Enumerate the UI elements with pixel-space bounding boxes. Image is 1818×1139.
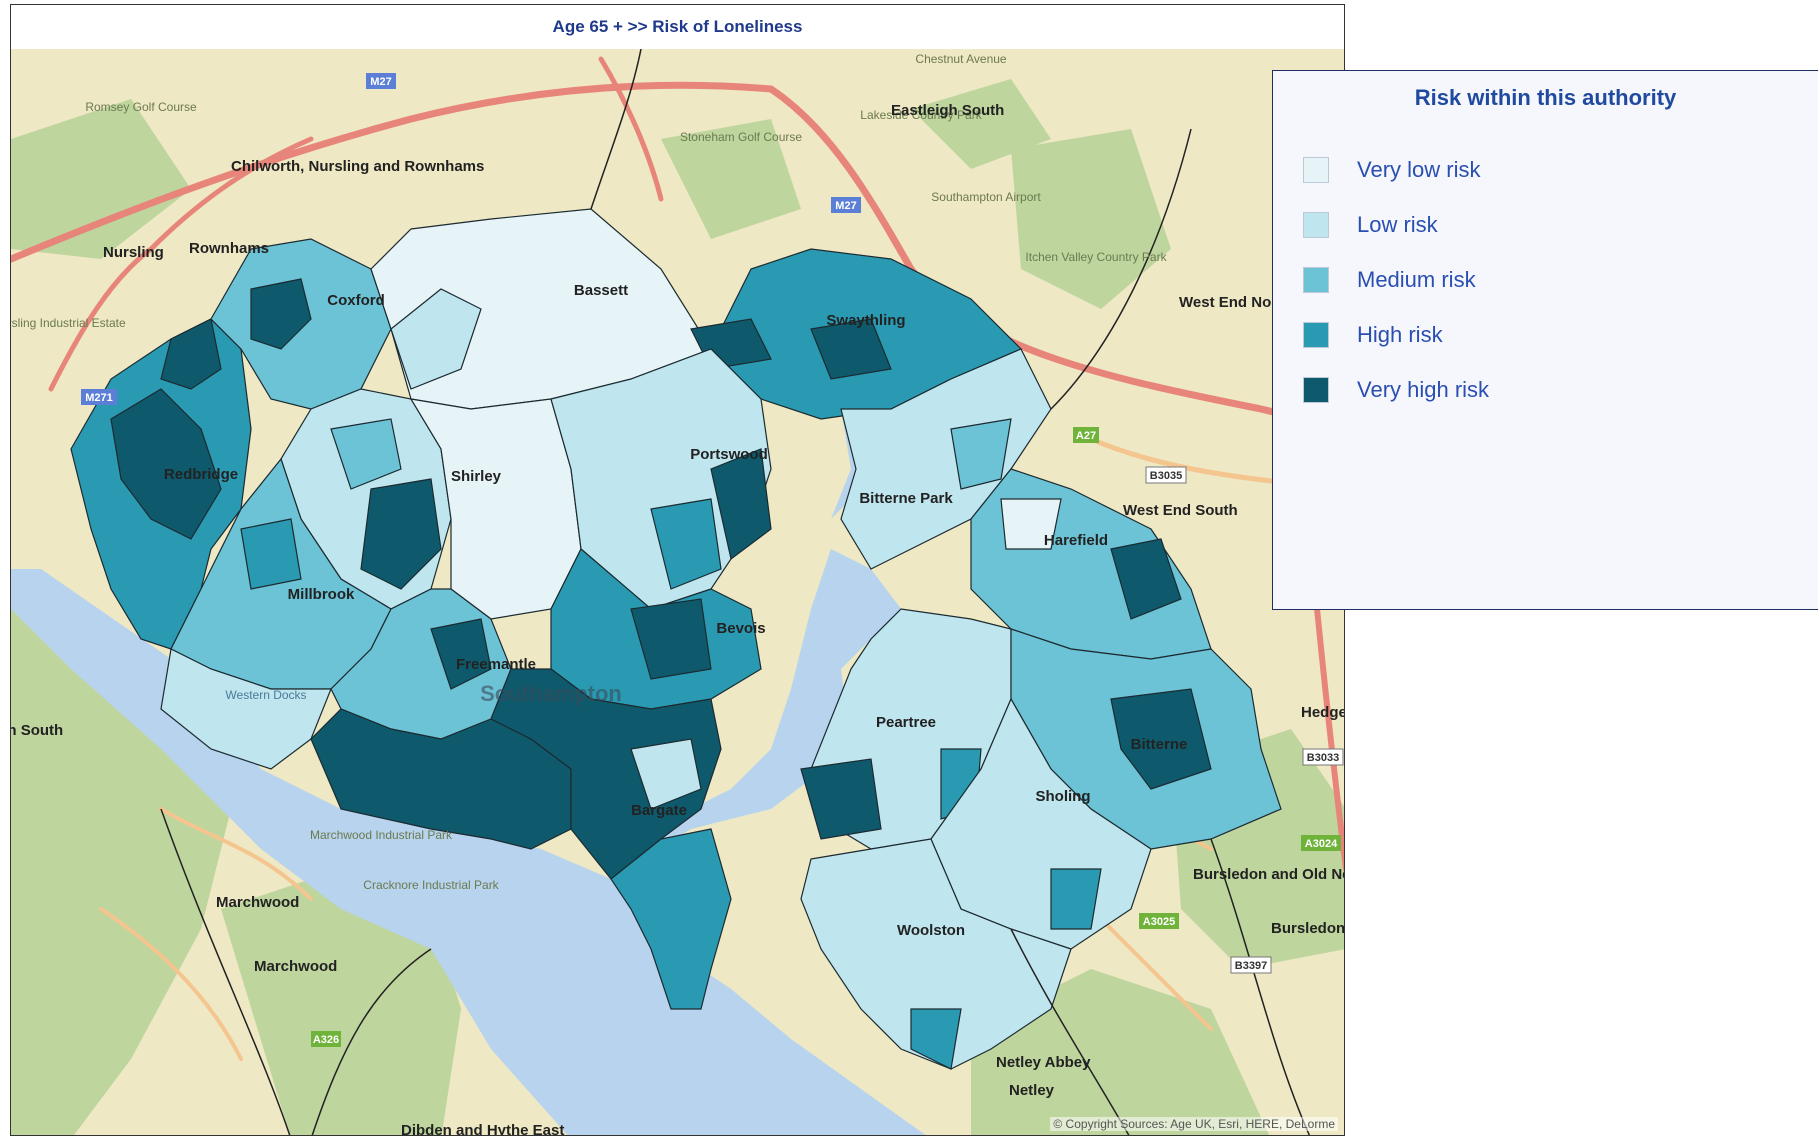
label-chilworth: Chilworth, Nursling and Rownhams bbox=[231, 158, 484, 175]
map-title: Age 65 + >> Risk of Loneliness bbox=[11, 5, 1344, 49]
legend-label: Medium risk bbox=[1357, 267, 1476, 292]
label-netley-abbey: Netley Abbey bbox=[996, 1054, 1091, 1071]
legend-panel: Risk within this authority Very low risk… bbox=[1272, 70, 1818, 610]
road-a3024: A3024 bbox=[1305, 838, 1338, 850]
ward-dock-pier[interactable] bbox=[610, 828, 732, 1010]
legend-swatch bbox=[1303, 157, 1329, 183]
label-stoneham-golf: Stoneham Golf Course bbox=[680, 130, 802, 144]
legend-swatch bbox=[1303, 322, 1329, 348]
label-western-docks: Western Docks bbox=[225, 688, 306, 702]
label-bevois: Bevois bbox=[716, 620, 765, 637]
ward-bargate[interactable] bbox=[490, 668, 722, 880]
label-bitterne: Bitterne bbox=[1131, 736, 1188, 753]
legend-swatch bbox=[1303, 212, 1329, 238]
road-b3035: B3035 bbox=[1150, 470, 1182, 482]
road-b3033: B3033 bbox=[1307, 752, 1339, 764]
legend-label: High risk bbox=[1357, 322, 1443, 347]
minor-labels: Romsey Golf Course Stoneham Golf Course … bbox=[11, 52, 1168, 892]
map-canvas[interactable]: M27 M27 M271 A27 A326 A3025 A3024 B3035 … bbox=[11, 49, 1345, 1136]
legend-item-medium: Medium risk bbox=[1303, 265, 1476, 295]
label-bargate: Bargate bbox=[631, 802, 687, 819]
legend-item-high: High risk bbox=[1303, 320, 1443, 350]
label-shirley: Shirley bbox=[451, 468, 502, 485]
ward-redbridge-core[interactable] bbox=[110, 388, 222, 540]
label-marchwood-2: Marchwood bbox=[254, 958, 337, 975]
label-dibden: Dibden and Hythe East bbox=[401, 1122, 564, 1136]
label-totton-south: Totton South bbox=[11, 722, 63, 739]
label-west-end-north: West End North bbox=[1179, 294, 1291, 311]
label-west-end-south: West End South bbox=[1123, 502, 1238, 519]
label-lakeside: Lakeside Country Park bbox=[860, 108, 982, 122]
label-freemantle: Freemantle bbox=[456, 656, 536, 673]
map-frame[interactable]: Age 65 + >> Risk of Loneliness bbox=[10, 4, 1345, 1136]
label-southampton: Southampton bbox=[480, 681, 622, 706]
legend-swatch bbox=[1303, 377, 1329, 403]
label-hedge-end: Hedge End bbox=[1301, 704, 1345, 721]
label-nursling: Nursling bbox=[103, 244, 164, 261]
road-m27-a: M27 bbox=[370, 76, 391, 88]
label-marchwood-industrial: Marchwood Industrial Park bbox=[310, 828, 453, 842]
label-millbrook: Millbrook bbox=[288, 586, 355, 603]
copyright-notice: © Copyright Sources: Age UK, Esri, HERE,… bbox=[1050, 1117, 1338, 1131]
label-swaythling: Swaythling bbox=[826, 312, 905, 329]
label-marchwood-1: Marchwood bbox=[216, 894, 299, 911]
district-boundaries bbox=[160, 49, 1311, 1135]
label-bitterne-park: Bitterne Park bbox=[859, 490, 953, 507]
label-chestnut: Chestnut Avenue bbox=[915, 52, 1007, 66]
choropleth-wards[interactable] bbox=[70, 208, 1282, 1070]
label-peartree: Peartree bbox=[876, 714, 936, 731]
road-a27: A27 bbox=[1076, 430, 1096, 442]
road-m27-b: M27 bbox=[835, 200, 856, 212]
label-cracknore: Cracknore Industrial Park bbox=[363, 878, 499, 892]
label-portswood: Portswood bbox=[690, 446, 768, 463]
road-shields: M27 M27 M271 A27 A326 A3025 A3024 B3035 … bbox=[81, 73, 1344, 1047]
label-romsey-golf: Romsey Golf Course bbox=[85, 100, 197, 114]
label-airport: Southampton Airport bbox=[931, 190, 1041, 204]
road-b3397: B3397 bbox=[1235, 960, 1267, 972]
label-sholing: Sholing bbox=[1036, 788, 1091, 805]
label-bursledon-old-netley: Bursledon and Old Netley bbox=[1193, 866, 1345, 883]
legend-item-very-high: Very high risk bbox=[1303, 375, 1489, 405]
ward-coxford-core[interactable] bbox=[250, 278, 312, 350]
legend-label: Low risk bbox=[1357, 212, 1438, 237]
label-bursledon: Bursledon bbox=[1271, 920, 1345, 937]
legend-label: Very high risk bbox=[1357, 377, 1490, 402]
label-redbridge: Redbridge bbox=[164, 466, 238, 483]
label-coxford: Coxford bbox=[327, 292, 385, 309]
area-labels: Chilworth, Nursling and Rownhams Nurslin… bbox=[11, 102, 1345, 1136]
legend-item-very-low: Very low risk bbox=[1303, 155, 1480, 185]
label-bassett: Bassett bbox=[574, 282, 628, 299]
label-harefield: Harefield bbox=[1044, 532, 1108, 549]
legend-title: Risk within this authority bbox=[1414, 85, 1677, 110]
label-itchen-valley: Itchen Valley Country Park bbox=[1025, 250, 1167, 264]
road-m271: M271 bbox=[85, 392, 113, 404]
label-woolston: Woolston bbox=[897, 922, 965, 939]
ward-labels: Coxford Bassett Swaythling Redbridge Shi… bbox=[164, 282, 1187, 939]
label-eastleigh-south: Eastleigh South bbox=[891, 102, 1004, 119]
label-rownhams: Rownhams bbox=[189, 240, 269, 257]
road-a326: A326 bbox=[313, 1034, 339, 1046]
legend-item-low: Low risk bbox=[1303, 210, 1438, 240]
label-netley: Netley bbox=[1009, 1082, 1055, 1099]
road-a3025: A3025 bbox=[1143, 916, 1175, 928]
legend-swatch bbox=[1303, 267, 1329, 293]
label-nursling-industrial: Nursling Industrial Estate bbox=[11, 316, 126, 330]
ward-woolston[interactable] bbox=[800, 838, 1072, 1070]
legend-label: Very low risk bbox=[1357, 157, 1481, 182]
